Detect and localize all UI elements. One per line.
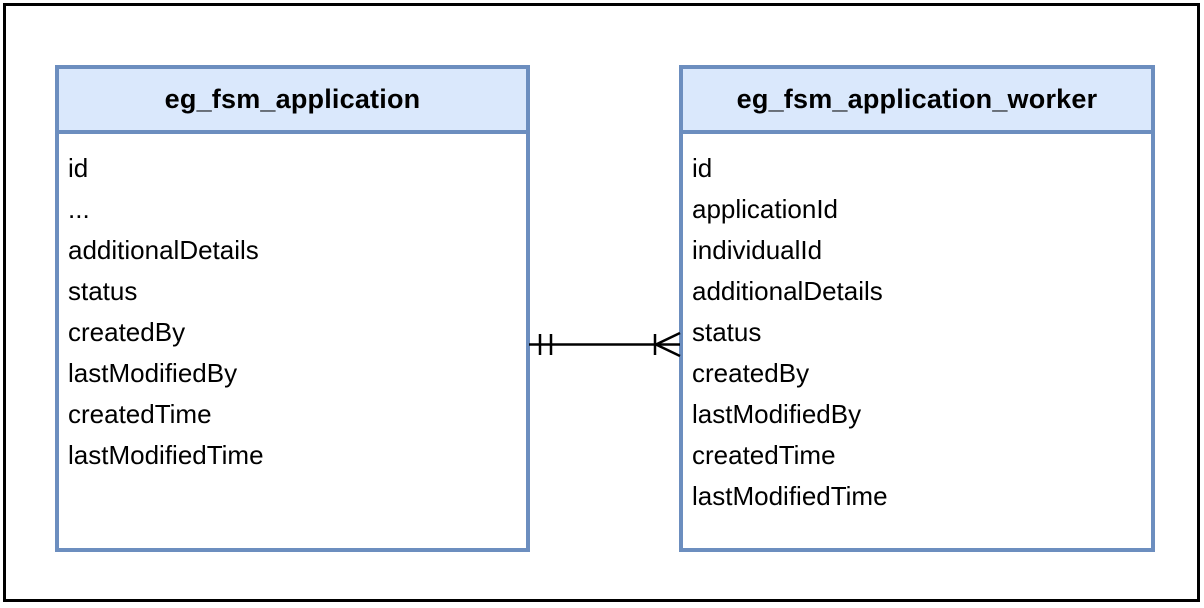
table-field-row: status — [68, 276, 138, 306]
table-field-row: createdTime — [68, 399, 212, 429]
table-header-application: eg_fsm_application — [59, 69, 526, 134]
table-field-row: status — [692, 317, 762, 347]
table-title-application-worker: eg_fsm_application_worker — [736, 84, 1098, 114]
entity-table-eg-fsm-application: eg_fsm_application id ... additionalDeta… — [55, 65, 530, 552]
entity-table-eg-fsm-application-worker: eg_fsm_application_worker id application… — [679, 65, 1155, 552]
table-title-application: eg_fsm_application — [164, 84, 421, 114]
table-field-row: createdBy — [68, 317, 186, 347]
table-field-row: createdBy — [692, 358, 810, 388]
table-field-row: additionalDetails — [692, 276, 883, 306]
table-field-row: additionalDetails — [68, 235, 259, 265]
table-field-row: createdTime — [692, 440, 836, 470]
table-body-application-worker: id applicationId individualId additional… — [683, 134, 1151, 517]
table-field-row: applicationId — [692, 194, 838, 224]
table-field-row: id — [68, 153, 89, 183]
table-body-application: id ... additionalDetails status createdB… — [59, 134, 526, 476]
table-field-row: lastModifiedTime — [692, 481, 888, 511]
table-header-application-worker: eg_fsm_application_worker — [683, 69, 1151, 134]
table-field-row: individualId — [692, 235, 823, 265]
table-field-row: id — [692, 153, 713, 183]
table-field-row: lastModifiedTime — [68, 440, 264, 470]
table-field-row: lastModifiedBy — [692, 399, 862, 429]
table-field-row: lastModifiedBy — [68, 358, 238, 388]
table-field-row-ellipsis: ... — [68, 194, 90, 224]
